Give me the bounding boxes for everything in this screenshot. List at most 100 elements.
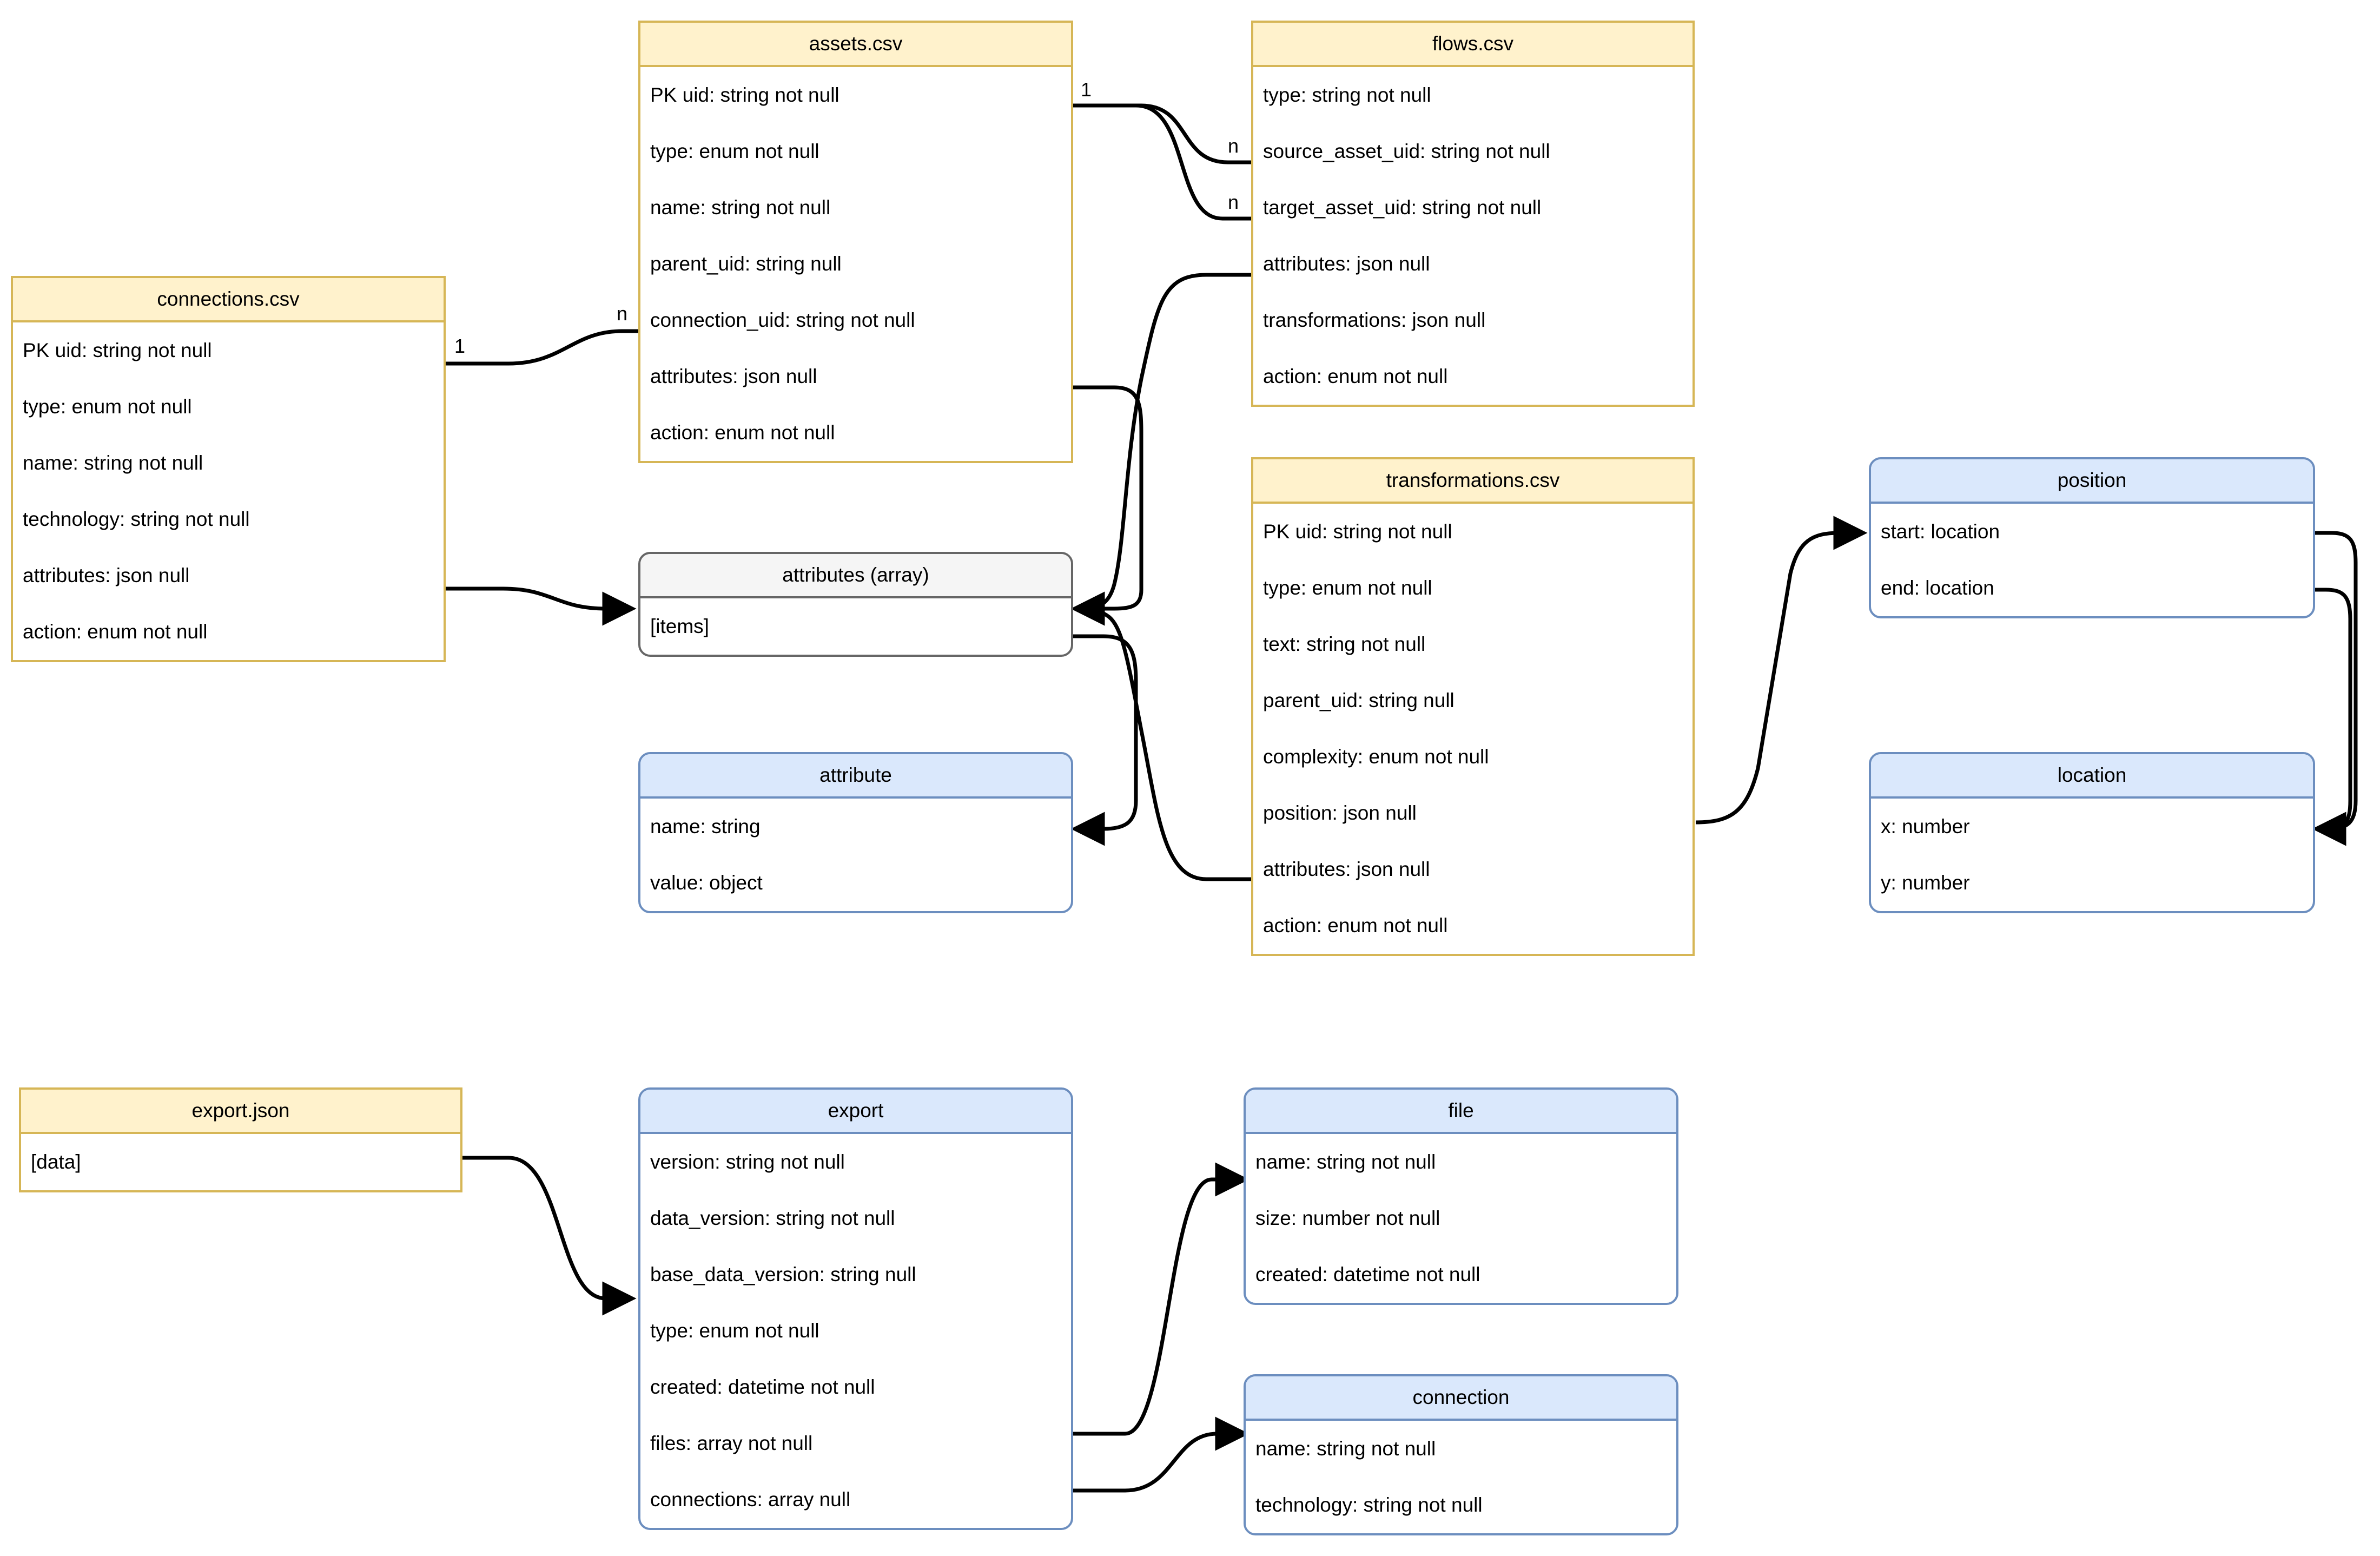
field-row: action: enum not null — [23, 621, 208, 643]
field-row: name: string not null — [650, 196, 831, 219]
entity-title: attributes (array) — [640, 554, 1071, 598]
field-row: name: string not null — [1255, 1438, 1436, 1460]
field-row: attributes: json null — [650, 365, 817, 387]
edge-transformations-position-to-position — [1695, 516, 1868, 825]
edge-assets-attributes-to-array — [1070, 385, 1143, 626]
field-row: text: string not null — [1263, 633, 1426, 655]
cardinality-label-flows-source-n: n — [1228, 135, 1239, 157]
entity-file[interactable]: file name: string not null size: number … — [1244, 1087, 1678, 1305]
field-row: start: location — [1881, 520, 2000, 543]
field-row: PK uid: string not null — [23, 339, 212, 361]
entity-transformations-csv[interactable]: transformations.csv PK uid: string not n… — [1251, 457, 1695, 956]
entity-title: position — [1871, 459, 2313, 504]
field-row: transformations: json null — [1263, 309, 1486, 331]
field-row: created: datetime not null — [1255, 1263, 1480, 1285]
field-row: attributes: json null — [1263, 253, 1430, 275]
entity-title: transformations.csv — [1253, 459, 1693, 504]
field-row: y: number — [1881, 872, 1970, 894]
field-row: position: json null — [1263, 802, 1417, 824]
field-row: end: location — [1881, 577, 1994, 599]
field-row: parent_uid: string null — [650, 253, 842, 275]
entity-fields: PK uid: string not null type: enum not n… — [1253, 504, 1693, 954]
field-row: name: string not null — [1255, 1151, 1436, 1173]
entity-position[interactable]: position start: location end: location — [1869, 457, 2315, 618]
field-row: base_data_version: string null — [650, 1263, 916, 1285]
entity-attribute[interactable]: attribute name: string value: object — [638, 752, 1073, 913]
cardinality-label-flows-target-n: n — [1228, 191, 1239, 213]
field-row: type: enum not null — [23, 395, 192, 418]
entity-title: export — [640, 1090, 1071, 1134]
field-row: target_asset_uid: string not null — [1263, 196, 1542, 219]
entity-title: flows.csv — [1253, 23, 1693, 67]
field-row: name: string not null — [23, 452, 203, 474]
field-row: attributes: json null — [1263, 858, 1430, 880]
entity-title: file — [1246, 1090, 1676, 1134]
entity-title: assets.csv — [640, 23, 1071, 67]
field-row: version: string not null — [650, 1151, 845, 1173]
entity-title: attribute — [640, 754, 1071, 799]
edge-connections-to-assets — [446, 329, 639, 366]
field-row: action: enum not null — [650, 421, 835, 444]
field-row: name: string — [650, 815, 761, 838]
entity-fields: PK uid: string not null type: enum not n… — [640, 67, 1071, 461]
edge-position-start-to-location — [2312, 531, 2358, 846]
entity-location[interactable]: location x: number y: number — [1869, 752, 2315, 913]
field-row: type: enum not null — [1263, 577, 1432, 599]
edge-flows-attributes-to-array — [1070, 273, 1251, 626]
cardinality-label-assets-one: 1 — [1081, 78, 1092, 101]
cardinality-label-connections-one: 1 — [454, 335, 466, 357]
entity-connections-csv[interactable]: connections.csv PK uid: string not null … — [11, 276, 446, 662]
field-row: type: string not null — [1263, 84, 1431, 106]
field-row: PK uid: string not null — [1263, 520, 1452, 543]
entity-assets-csv[interactable]: assets.csv PK uid: string not null type:… — [638, 21, 1073, 463]
edge-export-connections-to-connection — [1073, 1416, 1250, 1493]
edge-connections-attributes-to-array — [446, 586, 637, 626]
field-row: type: enum not null — [650, 140, 819, 162]
entity-fields: version: string not null data_version: s… — [640, 1134, 1071, 1528]
entity-flows-csv[interactable]: flows.csv type: string not null source_a… — [1251, 21, 1695, 407]
entity-export-json[interactable]: export.json [data] — [19, 1087, 462, 1192]
cardinality-label-assets-connection-n: n — [617, 302, 628, 325]
field-row: action: enum not null — [1263, 365, 1448, 387]
field-row: source_asset_uid: string not null — [1263, 140, 1550, 162]
edge-export-files-to-file — [1073, 1162, 1250, 1436]
field-row: PK uid: string not null — [650, 84, 839, 106]
field-row: technology: string not null — [1255, 1494, 1483, 1516]
field-row: attributes: json null — [23, 564, 190, 586]
field-row: [data] — [31, 1151, 81, 1173]
entity-fields: x: number y: number — [1871, 799, 2313, 911]
entity-attributes-array[interactable]: attributes (array) [items] — [638, 552, 1073, 657]
field-row: connection_uid: string not null — [650, 309, 915, 331]
edge-assets-to-flows-source — [1073, 103, 1251, 164]
field-row: x: number — [1881, 815, 1970, 838]
field-row: value: object — [650, 872, 763, 894]
edge-transformations-attributes-to-array — [1070, 591, 1251, 881]
edge-assets-to-flows-target — [1073, 103, 1251, 221]
edge-array-items-to-attribute — [1070, 634, 1138, 846]
field-row: complexity: enum not null — [1263, 746, 1489, 768]
entity-fields: [data] — [21, 1134, 460, 1190]
entity-fields: name: string not null technology: string… — [1246, 1421, 1676, 1533]
entity-fields: name: string value: object — [640, 799, 1071, 911]
entity-fields: PK uid: string not null type: enum not n… — [13, 322, 444, 660]
field-row: connections: array null — [650, 1488, 851, 1511]
entity-connection[interactable]: connection name: string not null technol… — [1244, 1374, 1678, 1535]
field-row: type: enum not null — [650, 1320, 819, 1342]
field-row: data_version: string not null — [650, 1207, 895, 1229]
entity-fields: start: location end: location — [1871, 504, 2313, 616]
edge-position-end-to-location — [2312, 588, 2352, 846]
entity-fields: [items] — [640, 598, 1071, 655]
field-row: size: number not null — [1255, 1207, 1440, 1229]
entity-fields: name: string not null size: number not n… — [1246, 1134, 1676, 1303]
field-row: [items] — [650, 615, 709, 637]
entity-title: location — [1871, 754, 2313, 799]
entity-fields: type: string not null source_asset_uid: … — [1253, 67, 1693, 405]
entity-title: export.json — [21, 1090, 460, 1134]
field-row: created: datetime not null — [650, 1376, 875, 1398]
entity-title: connection — [1246, 1376, 1676, 1421]
field-row: technology: string not null — [23, 508, 250, 530]
edge-exportjson-to-export — [462, 1156, 637, 1316]
entity-export[interactable]: export version: string not null data_ver… — [638, 1087, 1073, 1530]
field-row: files: array not null — [650, 1432, 813, 1454]
